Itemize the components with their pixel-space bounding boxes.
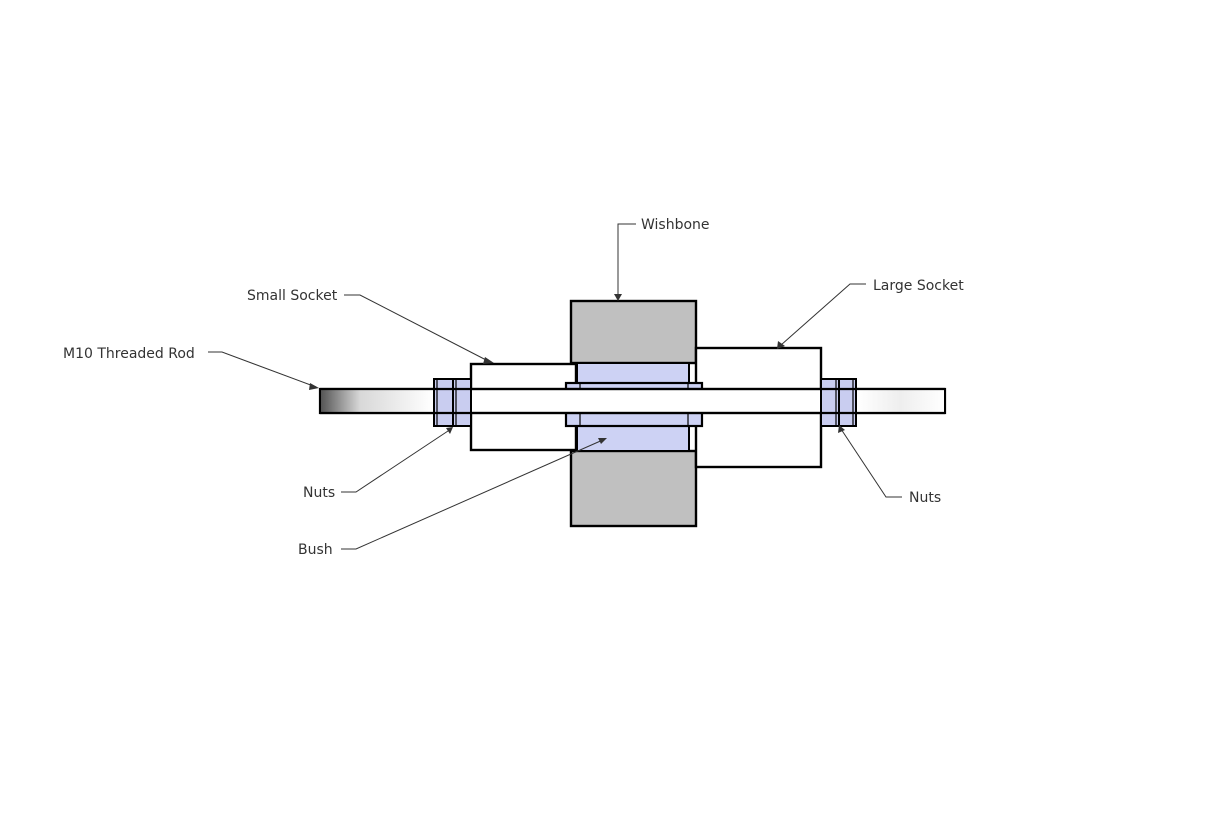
label-threaded-rod: M10 Threaded Rod — [63, 346, 195, 362]
leader-large-socket — [777, 283, 866, 349]
leader-threaded-rod — [208, 351, 319, 390]
label-bush: Bush — [298, 542, 333, 558]
nut-right-outer — [838, 378, 857, 427]
label-wishbone: Wishbone — [641, 217, 710, 233]
wishbone-upper — [569, 299, 698, 365]
leader-wishbone — [614, 223, 636, 301]
wishbone-lower — [569, 449, 698, 528]
threaded-rod-shading-right — [857, 390, 944, 412]
threaded-rod-shading-left — [321, 390, 433, 412]
leader-small-socket — [344, 294, 494, 364]
label-small-socket: Small Socket — [247, 288, 338, 304]
label-nuts-left: Nuts — [303, 485, 335, 501]
leader-bush — [341, 438, 607, 550]
label-nuts-right: Nuts — [909, 490, 941, 506]
label-large-socket: Large Socket — [873, 278, 964, 294]
leader-nuts-right — [838, 425, 902, 498]
leader-nuts-left — [341, 427, 453, 493]
nut-left-inner — [452, 378, 472, 427]
